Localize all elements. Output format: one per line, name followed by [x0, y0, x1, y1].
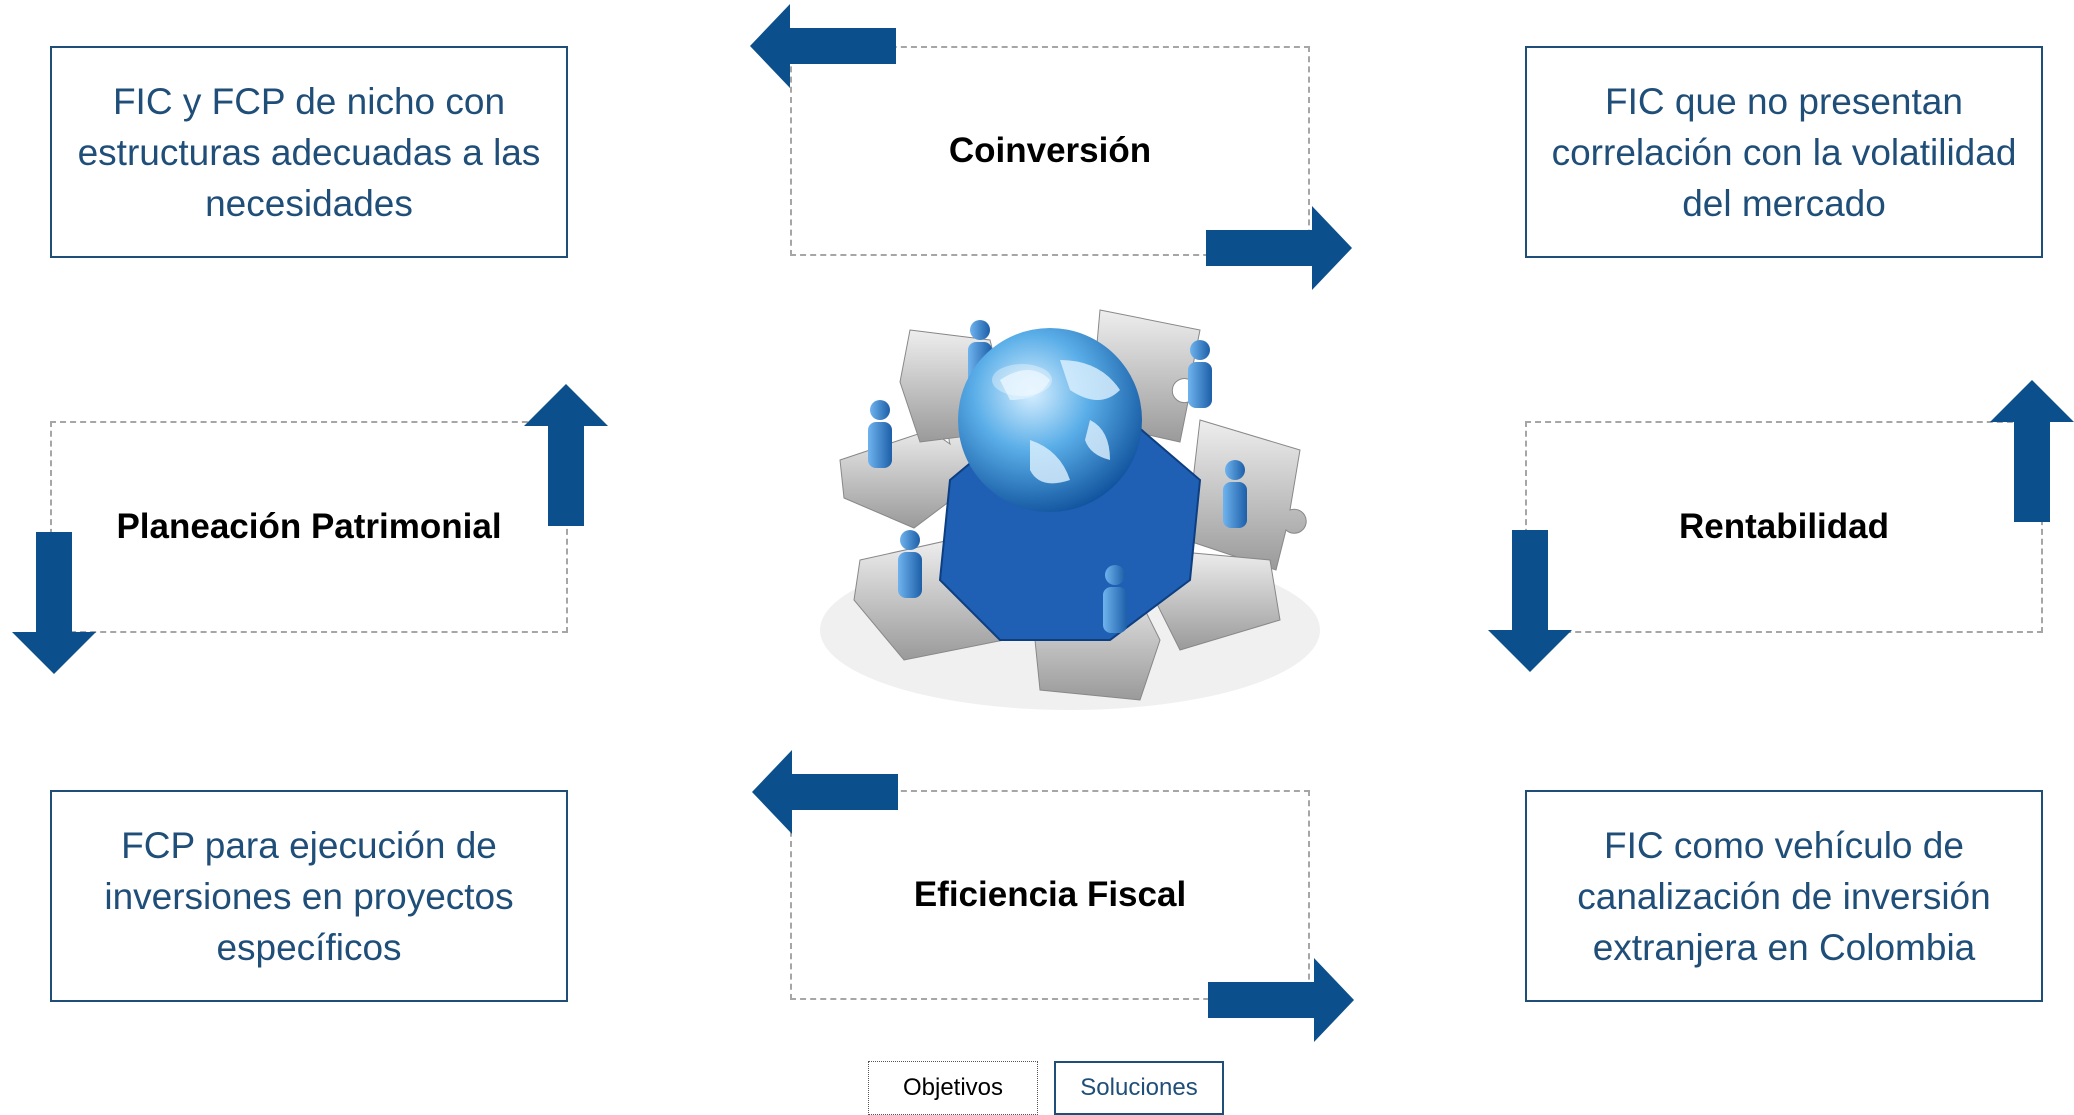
objective-label: Rentabilidad [1678, 507, 1890, 546]
solution-text: FIC y FCP de nicho con estructuras adecu… [77, 80, 541, 224]
tab-objetivos[interactable]: Objetivos [868, 1061, 1038, 1115]
arrow-up-icon [524, 384, 608, 526]
solution-text: FIC como vehículo de canalización de inv… [1577, 824, 1991, 968]
objective-planeacion-patrimonial: Planeación Patrimonial [50, 421, 568, 633]
tab-soluciones[interactable]: Soluciones [1054, 1061, 1224, 1115]
solution-text: FIC que no presentan correlación con la … [1551, 80, 2017, 224]
tab-label: Soluciones [1080, 1074, 1198, 1101]
solution-box-top-right: FIC que no presentan correlación con la … [1525, 46, 2043, 258]
arrow-left-icon [750, 4, 896, 88]
arrow-right-icon [1208, 958, 1354, 1042]
people-globe-puzzle-icon [800, 300, 1340, 720]
solution-box-top-left: FIC y FCP de nicho con estructuras adecu… [50, 46, 568, 258]
objective-label: Eficiencia Fiscal [913, 875, 1187, 914]
arrow-right-icon [1206, 206, 1352, 290]
arrow-down-icon [1488, 530, 1572, 672]
objective-rentabilidad: Rentabilidad [1525, 421, 2043, 633]
arrow-up-icon [1990, 380, 2074, 522]
objective-label: Coinversión [948, 131, 1152, 170]
arrow-down-icon [12, 532, 96, 674]
objective-label: Planeación Patrimonial [116, 507, 502, 546]
solution-text: FCP para ejecución de inversiones en pro… [104, 824, 514, 968]
arrow-left-icon [752, 750, 898, 834]
objective-eficiencia-fiscal: Eficiencia Fiscal [790, 790, 1310, 1000]
solution-box-bottom-left: FCP para ejecución de inversiones en pro… [50, 790, 568, 1002]
solution-box-bottom-right: FIC como vehículo de canalización de inv… [1525, 790, 2043, 1002]
tab-label: Objetivos [902, 1074, 1004, 1101]
objective-coinversion: Coinversión [790, 46, 1310, 256]
